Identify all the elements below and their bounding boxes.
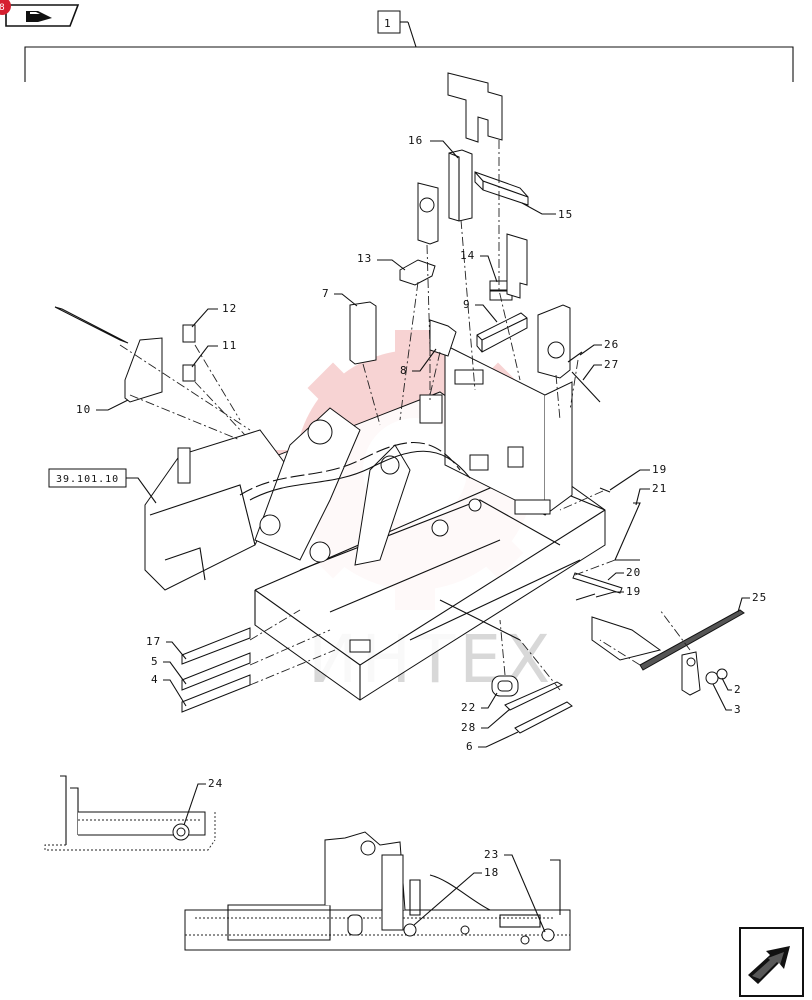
- callout-4: 4: [151, 673, 159, 686]
- callout-20: 20: [626, 566, 641, 579]
- callout-9: 9: [463, 298, 471, 311]
- callout-6: 6: [466, 740, 474, 753]
- callout-7: 7: [322, 287, 330, 300]
- callouts: 16 15 13 14 7 9 12 11 10 8 26 27: [76, 134, 767, 753]
- reference-box-label: 39.101.10: [56, 474, 119, 485]
- callout-27: 27: [604, 358, 619, 371]
- callout-28: 28: [461, 721, 476, 734]
- callout-19-lower: 19: [626, 585, 641, 598]
- callout-10: 10: [76, 403, 91, 416]
- callout-13: 13: [357, 252, 372, 265]
- group-ref-label: 1: [384, 17, 392, 30]
- callout-18: 18: [484, 866, 499, 879]
- callout-23: 23: [484, 848, 499, 861]
- next-page-arrow-icon[interactable]: [739, 927, 804, 997]
- callout-3: 3: [734, 703, 742, 716]
- reference-box[interactable]: 39.101.10: [48, 468, 157, 504]
- inset-full-side-view: 23 18: [184, 831, 571, 951]
- callout-8: 8: [400, 364, 408, 377]
- callout-19-upper: 19: [652, 463, 667, 476]
- book-arrow-icon[interactable]: 8: [0, 0, 80, 27]
- callout-14: 14: [460, 249, 475, 262]
- callout-17: 17: [146, 635, 161, 648]
- callout-12: 12: [222, 302, 237, 315]
- callout-24: 24: [208, 777, 223, 790]
- callout-11: 11: [222, 339, 237, 352]
- callout-15: 15: [558, 208, 573, 221]
- main-chassis-frame: [144, 344, 606, 701]
- callout-26: 26: [604, 338, 619, 351]
- callout-16: 16: [408, 134, 423, 147]
- callout-22: 22: [461, 701, 476, 714]
- callout-2: 2: [734, 683, 742, 696]
- callout-25: 25: [752, 591, 767, 604]
- callout-5: 5: [151, 655, 159, 668]
- callout-21: 21: [652, 482, 667, 495]
- center-lines: [119, 140, 691, 691]
- svg-text:8: 8: [0, 3, 5, 13]
- exploded-parts: [54, 72, 745, 734]
- inset-side-section: 24: [44, 775, 223, 851]
- group-bracket: 1: [24, 10, 794, 82]
